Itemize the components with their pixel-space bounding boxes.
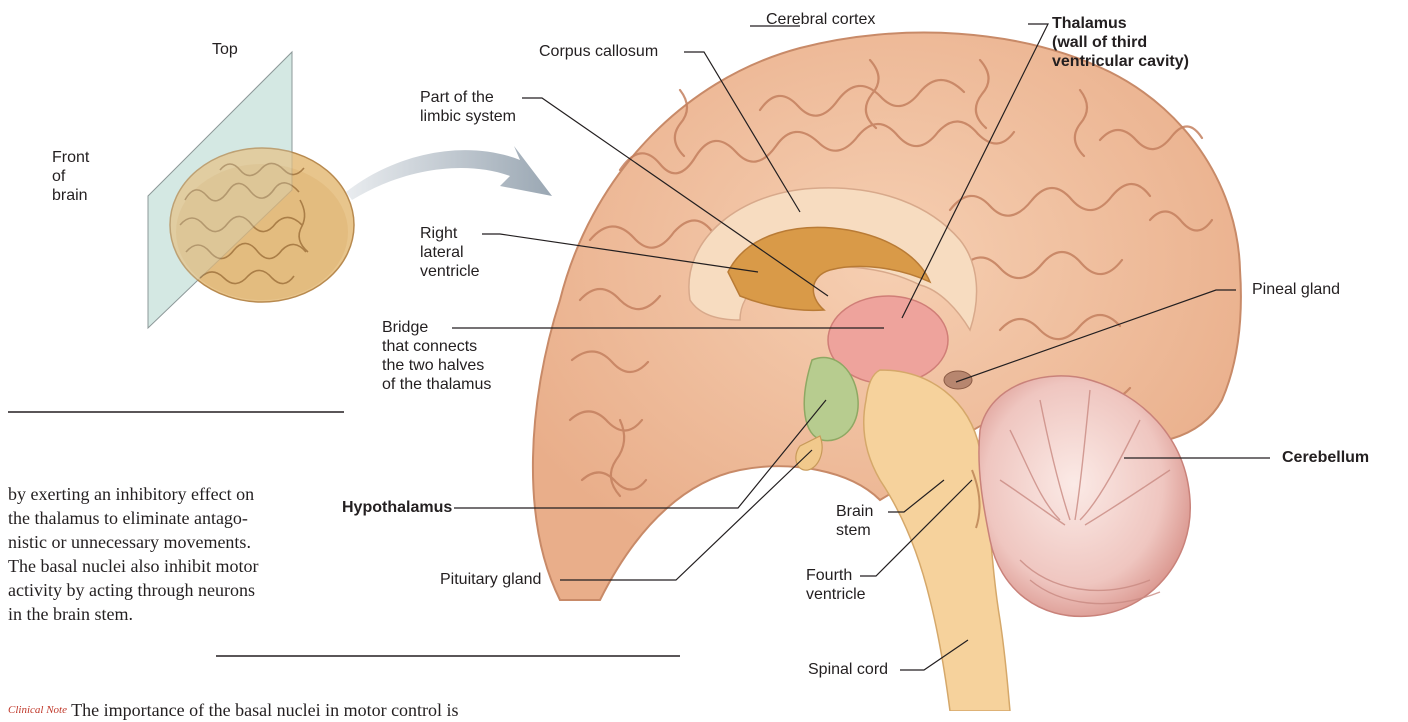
label-bridge-line-2: that connects [382,337,491,356]
label-corpus-callosum: Corpus callosum [539,42,658,61]
body-paragraph: by exerting an inhibitory effect on the … [8,482,352,626]
label-thalamus: Thalamus (wall of third ventricular cavi… [1052,14,1189,71]
label-front-line-3: brain [52,186,89,205]
label-brain-stem-line-1: Brain [836,502,873,521]
label-fourth-ventricle: Fourth ventricle [806,566,866,604]
label-thalamus-line-1: Thalamus [1052,14,1189,33]
label-right-lateral-ventricle: Right lateral ventricle [420,224,480,281]
label-pituitary-gland: Pituitary gland [440,570,541,589]
label-top: Top [212,40,238,59]
label-rlv-line-2: lateral [420,243,480,262]
label-limbic-line-2: limbic system [420,107,516,126]
body-cut-line: Clinical Note The importance of the basa… [8,698,459,722]
body-line-5: activity by acting through neurons [8,578,352,602]
label-cerebral-cortex: Cerebral cortex [766,10,875,29]
label-thalamus-line-3: ventricular cavity) [1052,52,1189,71]
inset-brain [148,52,354,328]
label-fourth-ventricle-line-2: ventricle [806,585,866,604]
label-rlv-line-3: ventricle [420,262,480,281]
label-rlv-line-1: Right [420,224,480,243]
body-line-6: in the brain stem. [8,602,352,626]
label-bridge-line-4: of the thalamus [382,375,491,394]
label-cerebellum: Cerebellum [1282,448,1369,467]
label-front-line-1: Front [52,148,89,167]
clinical-note-tag: Clinical Note [8,704,67,716]
body-line-2: the thalamus to eliminate antago- [8,506,352,530]
label-spinal-cord: Spinal cord [808,660,888,679]
body-line-4: The basal nuclei also inhibit motor [8,554,352,578]
pineal-gland-shape [944,371,972,389]
label-thalamus-line-2: (wall of third [1052,33,1189,52]
main-brain [533,33,1241,711]
label-bridge-line-3: the two halves [382,356,491,375]
label-bridge: Bridge that connects the two halves of t… [382,318,491,394]
body-line-1: by exerting an inhibitory effect on [8,482,352,506]
label-brain-stem-line-2: stem [836,521,873,540]
curved-arrow [346,146,552,200]
label-bridge-line-1: Bridge [382,318,491,337]
label-front-of-brain: Front of brain [52,148,89,205]
label-limbic: Part of the limbic system [420,88,516,126]
label-limbic-line-1: Part of the [420,88,516,107]
body-line-3: nistic or unnecessary movements. [8,530,352,554]
body-cut-line-text: The importance of the basal nuclei in mo… [71,700,458,720]
label-hypothalamus: Hypothalamus [342,498,452,517]
label-pineal-gland: Pineal gland [1252,280,1340,299]
label-front-line-2: of [52,167,89,186]
label-brain-stem: Brain stem [836,502,873,540]
label-fourth-ventricle-line-1: Fourth [806,566,866,585]
